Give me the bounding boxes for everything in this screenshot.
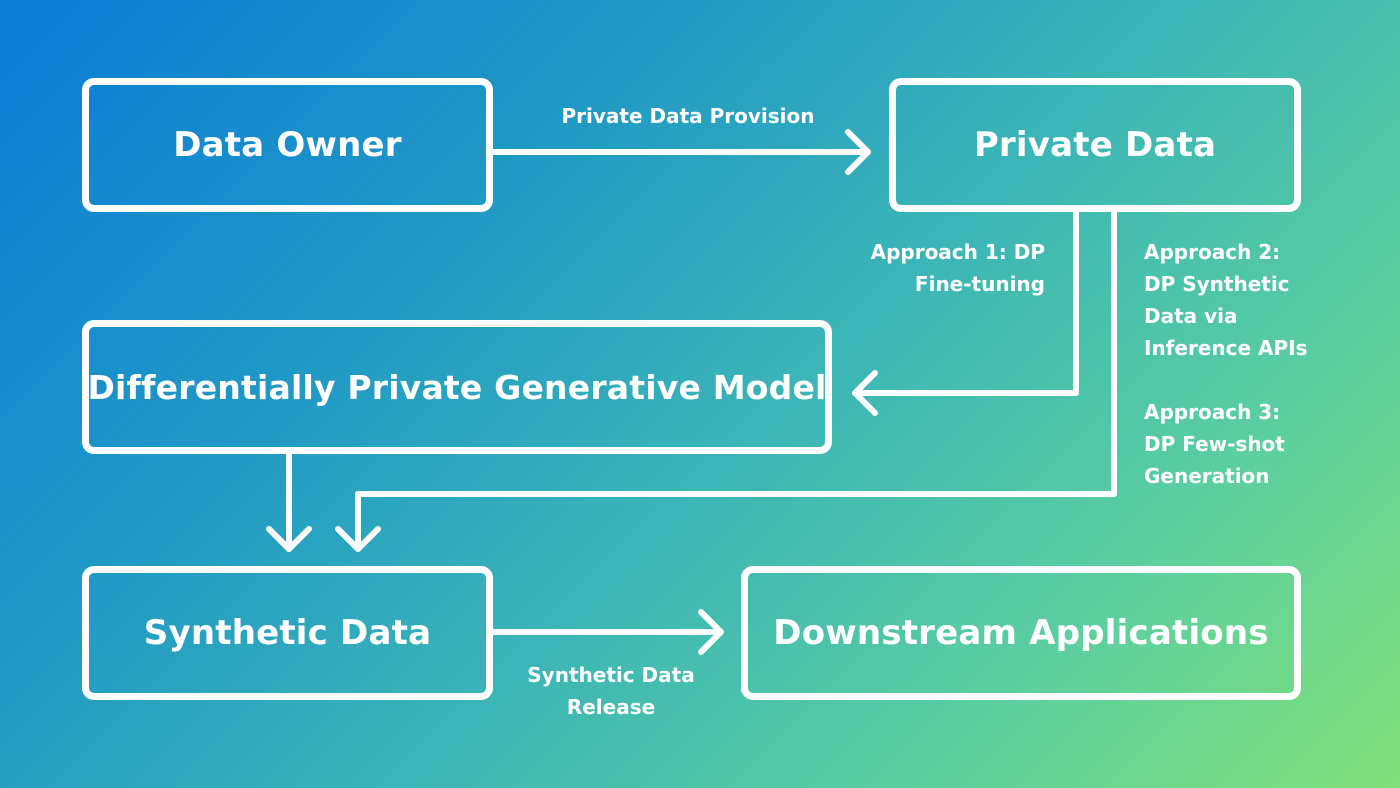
arrowhead-provision <box>845 129 871 175</box>
arrowhead-release <box>698 609 724 655</box>
private-data-label: Private Data <box>973 125 1217 165</box>
approach3-edge-label: Approach 3: DP Few-shot Generation <box>1144 400 1285 488</box>
release-edge-label: Synthetic Data Release <box>527 663 695 719</box>
synthetic-data-box: Synthetic Data <box>82 566 493 700</box>
downstream-applications-label: Downstream Applications <box>773 613 1269 653</box>
arrowhead-model-to-synthetic <box>266 526 312 552</box>
data-owner-label: Data Owner <box>173 125 402 165</box>
arrowhead-approach1 <box>852 370 878 416</box>
approach2-edge-label: Approach 2: DP Synthetic Data via Infere… <box>1144 240 1308 360</box>
private-data-box: Private Data <box>889 78 1301 212</box>
arrowhead-approach23 <box>335 526 381 552</box>
data-owner-box: Data Owner <box>82 78 493 212</box>
arrow-approach1 <box>852 209 1079 396</box>
dp-generative-model-label: Differentially Private Generative Model <box>87 367 827 407</box>
synthetic-data-label: Synthetic Data <box>143 613 432 653</box>
provision-edge-label: Private Data Provision <box>561 104 815 128</box>
arrow-approach23 <box>355 209 1117 552</box>
dp-generative-model-box: Differentially Private Generative Model <box>82 320 832 454</box>
downstream-applications-box: Downstream Applications <box>741 566 1301 700</box>
approach1-edge-label: Approach 1: DP Fine-tuning <box>870 240 1045 296</box>
